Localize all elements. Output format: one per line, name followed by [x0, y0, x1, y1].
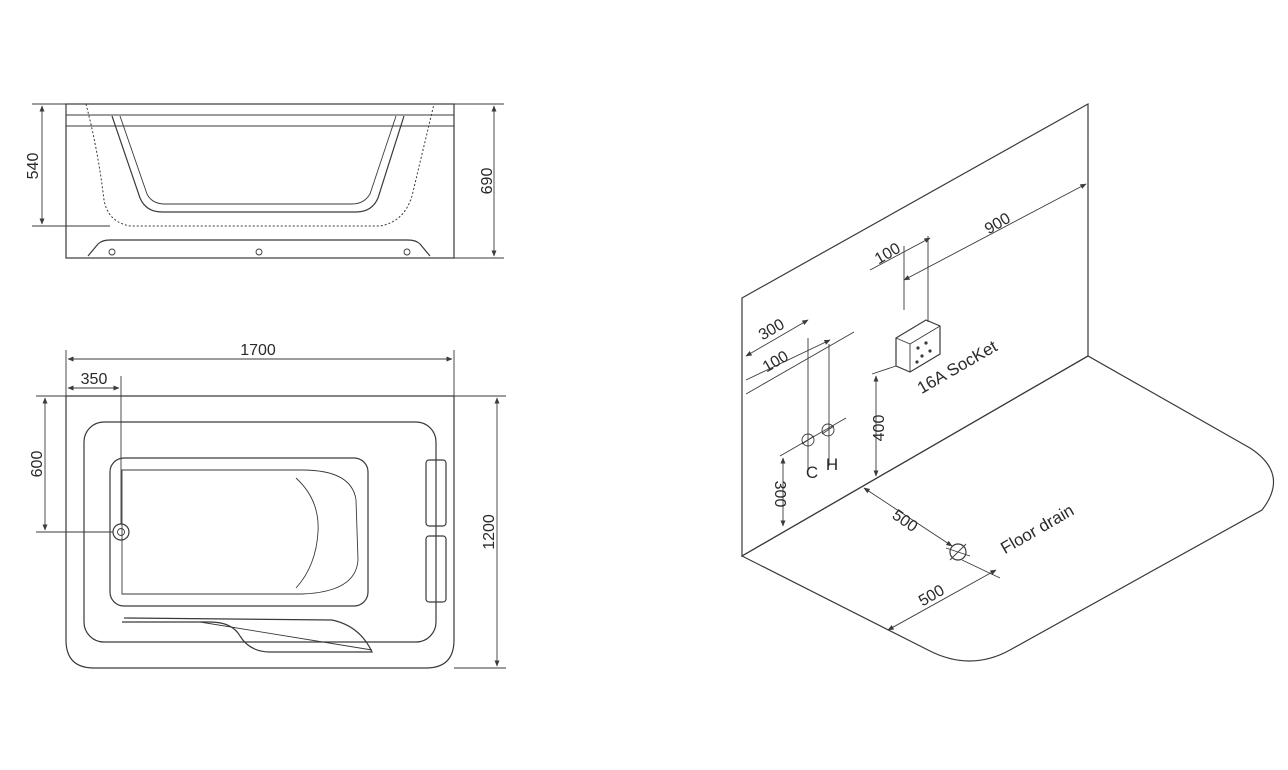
side-cushion [425, 459, 447, 527]
dim-line-drain-500-a [863, 487, 953, 547]
floor-drain-label: Floor drain [997, 501, 1077, 558]
dim-line-100-wall [745, 339, 831, 381]
floor-drain-icon [949, 543, 967, 561]
deck-outline [83, 421, 437, 643]
top-view: 1700 350 600 1200 [29, 342, 506, 669]
dim-label-1700: 1700 [240, 342, 276, 359]
side-view-outline [65, 103, 455, 259]
tub-drain-icon [112, 523, 130, 541]
skirt-screw [108, 248, 116, 256]
basin-inner [121, 469, 359, 595]
top-view-outline [65, 395, 455, 669]
dim-label-690: 690 [479, 168, 496, 195]
side-cushion [425, 535, 447, 603]
skirt-panel [87, 239, 431, 257]
basin-outline [109, 457, 369, 607]
cold-inlet-icon [801, 433, 815, 447]
dim-label-350: 350 [81, 371, 108, 388]
dim-label-socket-900: 900 [982, 210, 1014, 238]
dim-label-drain-500-a: 500 [889, 507, 921, 536]
dim-label-socket-100: 100 [872, 240, 904, 268]
installation-view: 300 100 C H 300 900 100 [740, 102, 1275, 662]
dim-label-wall-300: 300 [756, 316, 788, 344]
dim-line-socket-100 [869, 237, 931, 271]
basin-profile-outer [111, 115, 405, 213]
skirt-screw [255, 248, 263, 256]
side-view: 540 690 [25, 103, 504, 259]
dim-label-wall-100: 100 [760, 348, 792, 376]
socket-label: 16A SocKet [914, 337, 1001, 398]
dim-label-pipe-300: 300 [771, 481, 788, 508]
dim-line-drain-500-b [887, 569, 997, 631]
hot-label: H [826, 455, 838, 474]
headrest-curve [295, 477, 319, 589]
dim-label-600: 600 [29, 451, 46, 478]
cold-label: C [806, 463, 818, 482]
dim-line-300-wall [745, 319, 809, 357]
dim-line-900 [903, 183, 1087, 281]
hot-inlet-icon [821, 423, 835, 437]
shell-hidden-line [85, 103, 435, 227]
floor-plane [740, 355, 1275, 662]
front-step [122, 617, 373, 653]
dim-label-540: 540 [25, 153, 42, 180]
dim-label-socket-400: 400 [871, 415, 888, 442]
socket-box [895, 319, 941, 373]
back-wall [741, 102, 1089, 558]
skirt-screw [403, 248, 411, 256]
dim-label-1200: 1200 [481, 514, 498, 550]
